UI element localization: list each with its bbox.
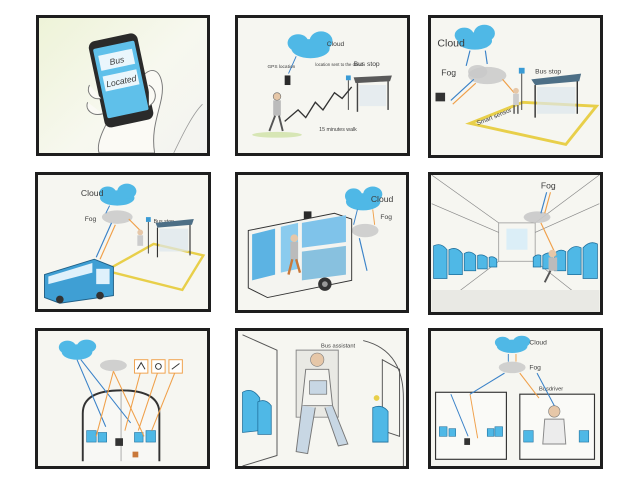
sensor-illustration: Cloud Fog Bus stop Smart sens <box>435 24 600 147</box>
sensor-device-icon <box>115 438 123 446</box>
boarding-illustration: Cloud Fog <box>247 186 394 299</box>
seat-row-right <box>532 242 598 279</box>
fog-label: Fog <box>529 364 541 371</box>
panel-sensor-icons <box>35 328 210 469</box>
fog-icon <box>351 223 379 238</box>
fog-label: Fog <box>541 180 556 190</box>
phone-text-line1: Bus <box>109 54 126 67</box>
bus-stop-shelter <box>145 217 194 258</box>
phone-illustration: Bus Located <box>86 33 203 153</box>
bus-approach-illustration: Cloud Fog Bus stop <box>44 183 206 304</box>
fog-icon <box>498 361 526 374</box>
bus-assistant-person <box>295 349 349 455</box>
boarding-person <box>287 234 302 275</box>
sensor-icons-illustration <box>58 339 183 462</box>
smartphone: Bus Located <box>88 33 154 128</box>
sensor-icon-strip <box>133 359 183 374</box>
panel-bus-approaching: Cloud Fog Bus stop <box>35 172 211 312</box>
panel-smart-sensor: Cloud Fog Bus stop Smart sens <box>428 15 603 158</box>
cloud-label: Cloud <box>529 339 547 346</box>
assistant-label: Bus assistant <box>321 343 356 349</box>
cloud-icon <box>454 24 495 50</box>
cloud-note: location sent to the cloud <box>315 62 363 67</box>
cloud-icon <box>344 186 383 211</box>
sensor-device-icon <box>303 211 312 221</box>
seated-passenger <box>543 249 558 283</box>
cloud-label: Cloud <box>437 38 465 50</box>
bus-icon <box>435 92 446 102</box>
waiting-person <box>513 87 519 114</box>
seat-row-left <box>242 390 272 435</box>
city-bus <box>44 258 114 304</box>
fog-icon <box>100 359 127 372</box>
fog-label: Fog <box>380 214 392 221</box>
interior-illustration: Fog <box>431 175 600 312</box>
assistant-illustration: Bus assistant <box>242 334 404 466</box>
fog-label: Fog <box>441 67 456 77</box>
cloud-label: Cloud <box>327 41 345 48</box>
cloud-icon <box>99 183 137 206</box>
bus-stop-label: Bus stop <box>154 219 175 225</box>
gps-label: GPS location <box>267 64 295 70</box>
path-arrow <box>284 86 353 122</box>
panel-bus-assistant: Bus assistant <box>235 328 409 469</box>
panel-boarding-bus: Cloud Fog <box>235 172 409 313</box>
fog-label: Fog <box>85 216 97 223</box>
cloud-label: Cloud <box>371 194 394 204</box>
panel-bus-driver: Cloud Fog Busdriver <box>428 328 603 469</box>
bus-stop-shelter <box>345 75 392 112</box>
sensor-zone <box>465 100 600 147</box>
driver-illustration: Cloud Fog Busdriver <box>434 335 596 460</box>
cloud-icon <box>287 31 333 59</box>
seat-row-right <box>372 405 389 443</box>
sensor-zone <box>102 242 206 292</box>
cloud-icon <box>58 339 97 360</box>
waiting-person <box>137 229 144 246</box>
phone-icon <box>284 75 291 86</box>
smart-sensor-label: Smart sensor <box>476 107 513 127</box>
fog-icon <box>101 210 133 224</box>
cloud-icon <box>494 335 531 354</box>
inset-driver <box>519 372 596 460</box>
cloud-label: Cloud <box>81 188 104 198</box>
walk-time-label: 15 minutes walk <box>319 127 357 133</box>
fog-icon <box>468 64 507 85</box>
panel-walk-to-bus-stop: Cloud GPS location location sent to the … <box>235 15 410 156</box>
panel-phone-located: Bus Located <box>36 15 210 156</box>
bus-stop-shelter <box>518 67 582 118</box>
panel-bus-interior: Fog <box>428 172 603 315</box>
city-bus <box>247 212 353 299</box>
fog-icon <box>523 211 551 223</box>
driver-label: Busdriver <box>539 386 563 392</box>
bus-stop-label: Bus stop <box>535 69 561 76</box>
walking-person <box>268 92 284 132</box>
inset-interior <box>434 391 507 460</box>
seat-row <box>86 430 156 443</box>
indicator-light <box>373 395 380 401</box>
seat-row-left <box>433 244 498 279</box>
walk-illustration: Cloud GPS location location sent to the … <box>252 31 392 138</box>
bus-stop-label: Bus stop <box>354 61 380 68</box>
